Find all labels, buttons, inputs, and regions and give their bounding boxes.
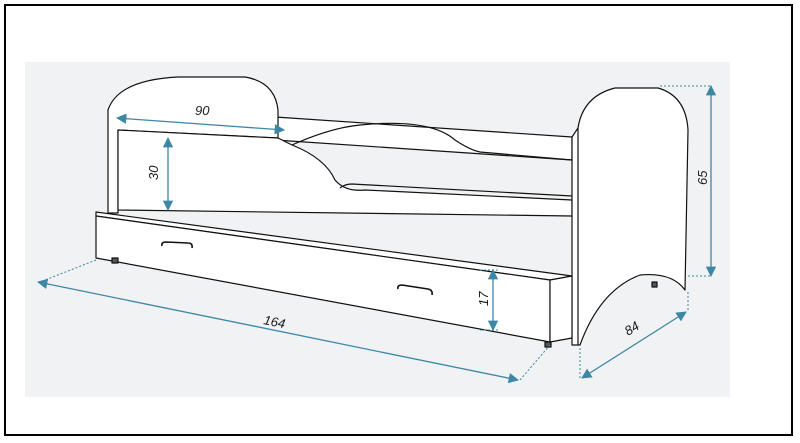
mattress-line [339, 183, 573, 197]
right-footboard [571, 87, 689, 346]
label-headboard-height: 65 [695, 170, 710, 185]
label-drawer-height: 17 [476, 291, 491, 306]
dim-line-total-length [36, 278, 520, 384]
dim-line-backrest-width [115, 113, 286, 135]
label-depth: 84 [622, 318, 642, 338]
label-backrest-width: 90 [195, 103, 210, 118]
dimension-lines [36, 84, 717, 384]
left-headboard [107, 76, 279, 214]
label-total-length: 164 [262, 312, 286, 331]
foot-right [544, 341, 552, 348]
dim-line-depth [581, 311, 687, 379]
front-side-rail [117, 129, 573, 217]
foot-back [651, 281, 658, 288]
drawer-handle-left [161, 241, 193, 249]
back-guard [291, 122, 573, 161]
drawer-side [549, 275, 573, 343]
label-side-height: 30 [146, 165, 161, 180]
foot-left [111, 257, 119, 264]
